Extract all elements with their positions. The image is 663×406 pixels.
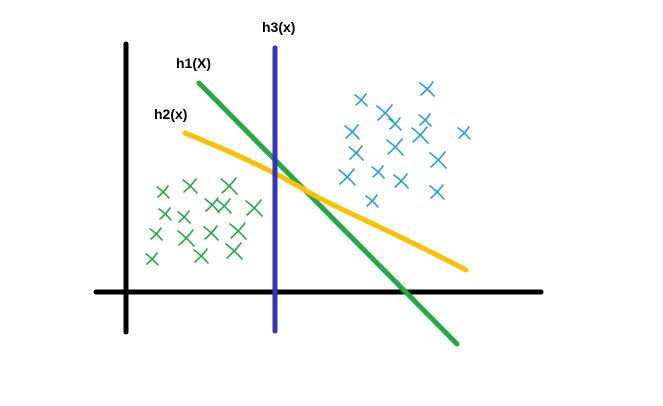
class-a-mark	[145, 252, 159, 266]
class-b-mark	[365, 194, 379, 208]
label-h2: h2(x)	[154, 106, 188, 122]
class-b-mark	[419, 81, 435, 97]
class-b-mark	[376, 104, 394, 122]
class-b-marks	[338, 81, 471, 208]
class-b-mark	[418, 113, 432, 127]
label-h3: h3(x)	[262, 19, 296, 35]
class-a-marks	[145, 177, 263, 266]
class-a-mark	[204, 197, 220, 213]
class-a-mark	[158, 207, 172, 221]
hypothesis-line-h2	[182, 130, 469, 273]
class-a-mark	[216, 198, 232, 214]
class-a-mark	[245, 199, 263, 217]
class-a-mark	[229, 222, 247, 240]
class-b-mark	[386, 138, 404, 156]
class-b-mark	[457, 126, 471, 140]
class-b-mark	[429, 184, 445, 200]
class-a-mark	[177, 229, 195, 247]
class-b-mark	[393, 173, 409, 189]
class-b-mark	[371, 165, 385, 179]
class-a-mark	[203, 225, 219, 241]
class-b-mark	[411, 126, 429, 144]
class-a-mark	[149, 227, 163, 241]
class-a-mark	[177, 210, 191, 224]
class-b-mark	[354, 93, 368, 107]
class-b-mark	[388, 117, 402, 131]
hypothesis-line-h1	[196, 80, 460, 347]
class-a-mark	[182, 178, 198, 194]
class-b-mark	[429, 151, 447, 169]
class-a-mark	[156, 185, 170, 199]
label-h1: h1(X)	[176, 55, 211, 71]
class-b-mark	[344, 124, 360, 140]
class-a-mark	[220, 177, 238, 195]
class-a-mark	[225, 242, 243, 260]
class-b-mark	[348, 145, 364, 161]
class-b-mark	[338, 168, 356, 186]
class-a-mark	[193, 248, 209, 264]
